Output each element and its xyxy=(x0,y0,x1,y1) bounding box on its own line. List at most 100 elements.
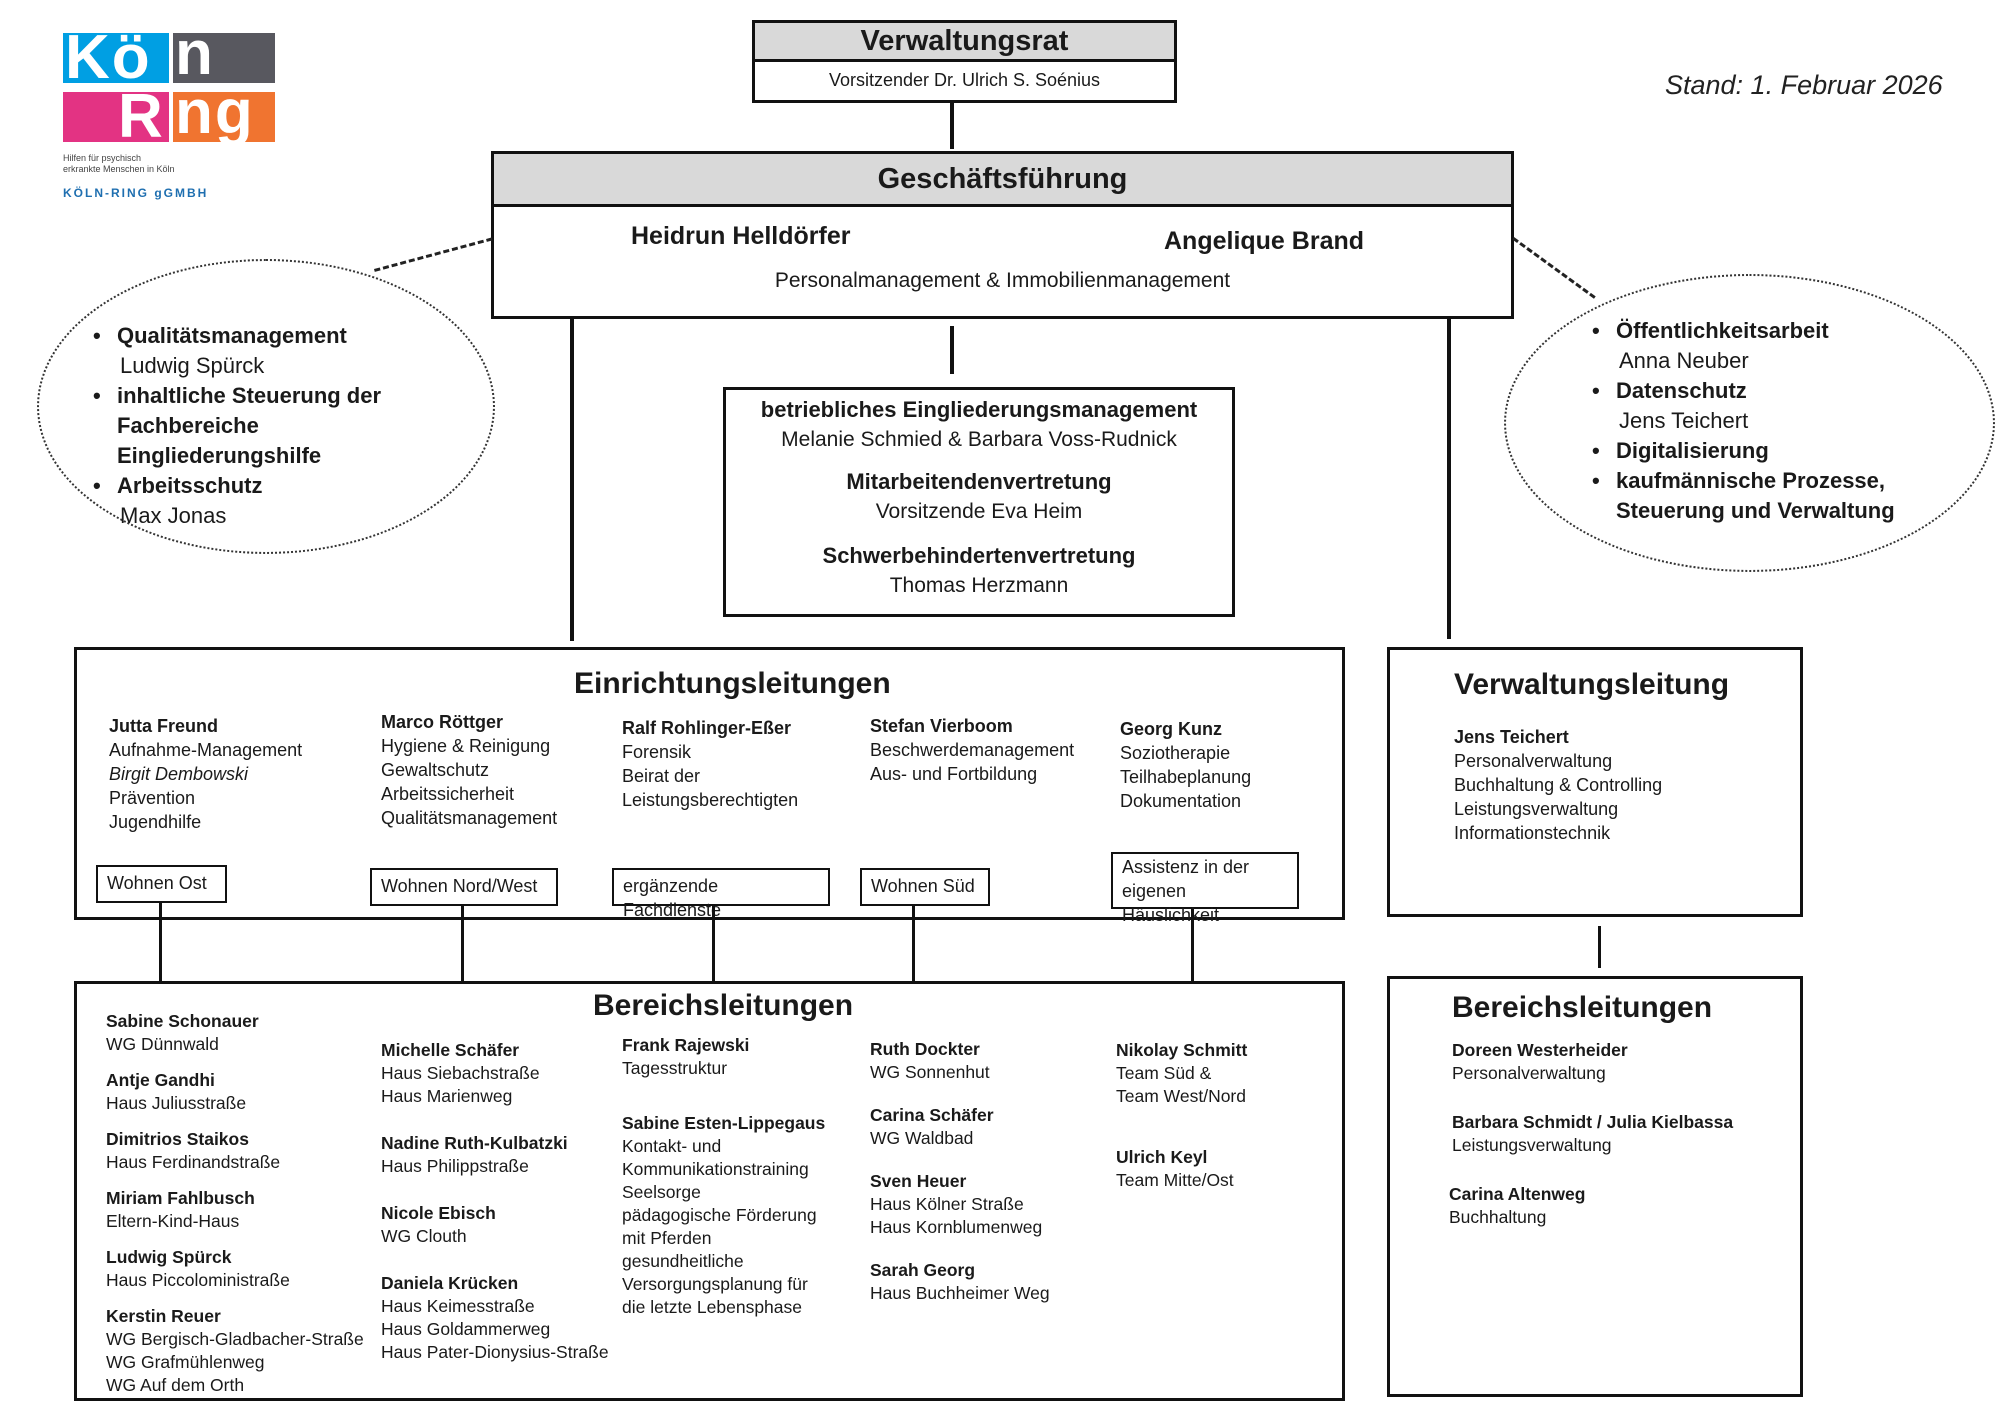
administration-duty: Informationstechnik xyxy=(1454,823,1611,843)
area-leader: Barbara Schmidt / Julia Kielbassa xyxy=(1452,1112,1734,1132)
administration-title: Verwaltungsleitung xyxy=(1454,668,1730,701)
connector-line xyxy=(1191,909,1194,981)
staff-function: Öffentlichkeitsarbeit xyxy=(1592,316,1936,346)
facility-duty: Forensik xyxy=(622,742,692,762)
facility-duty: Leistungsberechtigten xyxy=(622,790,799,810)
area-leader: Ruth Dockter xyxy=(870,1039,980,1059)
area-unit: Haus Keimesstraße xyxy=(381,1296,535,1316)
administration-duty: Leistungsverwaltung xyxy=(1454,799,1619,819)
board-chair: Vorsitzender Dr. Ulrich S. Soénius xyxy=(828,70,1101,90)
facility-duty: Jugendhilfe xyxy=(109,812,202,832)
center-item-title: Mitarbeitendenvertretung xyxy=(846,469,1112,494)
administration-duty: Buchhaltung & Controlling xyxy=(1454,775,1663,795)
facility-duty: Prävention xyxy=(109,788,196,808)
unit-box: Wohnen Nord/West xyxy=(370,868,558,906)
logo-word-ng: ng xyxy=(173,92,275,142)
connector-line xyxy=(1598,926,1601,968)
board-title: Verwaltungsrat xyxy=(755,23,1174,62)
logo-company: KÖLN-RING gGMBH xyxy=(63,186,209,200)
area-unit: Haus Piccoloministraße xyxy=(106,1270,290,1290)
area-unit: Leistungsverwaltung xyxy=(1452,1135,1612,1155)
managing-director: Angelique Brand xyxy=(1164,227,1365,255)
center-item-person: Vorsitzende Eva Heim xyxy=(875,500,1083,523)
facility-duty: Soziotherapie xyxy=(1120,743,1231,763)
staff-person: Ludwig Spürck xyxy=(120,353,265,378)
area-unit: Tagesstruktur xyxy=(622,1058,728,1078)
logo-word-n: n xyxy=(173,33,275,83)
management-title: Geschäftsführung xyxy=(494,154,1511,207)
unit-box: Assistenz in der eigenen Häuslichkeit xyxy=(1111,852,1299,925)
area-unit: Haus Pater-Dionysius-Straße xyxy=(381,1342,609,1362)
area-leader: Carina Schäfer xyxy=(870,1105,994,1125)
facility-leader: Marco Röttger xyxy=(381,712,504,732)
connector-line xyxy=(950,103,954,149)
board-box: Verwaltungsrat Vorsitzender Dr. Ulrich S… xyxy=(752,20,1177,103)
area-leader: Nikolay Schmitt xyxy=(1116,1040,1248,1060)
facility-duty: Aufnahme-Management xyxy=(109,740,303,760)
facility-duty: Dokumentation xyxy=(1120,791,1242,811)
area-management-box xyxy=(74,981,1345,1401)
facility-duty: Qualitätsmanagement xyxy=(381,808,558,828)
area-leader: Frank Rajewski xyxy=(622,1035,750,1055)
facility-duty: Beschwerdemanagement xyxy=(870,740,1075,760)
facility-leader: Jutta Freund xyxy=(109,716,219,736)
logo-word-ri: R xyxy=(63,92,169,142)
area-unit: Haus Marienweg xyxy=(381,1086,513,1106)
facility-duty: Hygiene & Reinigung xyxy=(381,736,551,756)
connector-line xyxy=(950,326,954,374)
area-leader: Nicole Ebisch xyxy=(381,1203,496,1223)
area-unit: Personalverwaltung xyxy=(1452,1063,1606,1083)
area-unit: Haus Buchheimer Weg xyxy=(870,1283,1050,1303)
area-unit: Haus Siebachstraße xyxy=(381,1063,540,1083)
area-unit: WG Sonnenhut xyxy=(870,1062,990,1082)
staff-list-right: Öffentlichkeitsarbeit Anna Neuber Datens… xyxy=(1592,316,1936,526)
connector-line xyxy=(912,906,915,981)
area-unit: Haus Goldammerweg xyxy=(381,1319,551,1339)
facility-management-title: Einrichtungsleitungen xyxy=(574,667,891,700)
area-unit: Team Mitte/Ost xyxy=(1116,1170,1234,1190)
staff-person: Jens Teichert xyxy=(1619,408,1749,433)
administration-duty: Personalverwaltung xyxy=(1454,751,1613,771)
staff-unit-left: Qualitätsmanagement Ludwig Spürck inhalt… xyxy=(37,259,495,554)
staff-function: kaufmännische Prozesse, Steuerung und Ve… xyxy=(1592,466,1936,526)
staff-list-left: Qualitätsmanagement Ludwig Spürck inhalt… xyxy=(93,321,467,531)
area-leader: Nadine Ruth-Kulbatzki xyxy=(381,1133,568,1153)
facility-leader: Stefan Vierboom xyxy=(870,716,1013,736)
area-unit: Kontakt- und xyxy=(622,1136,722,1156)
management-box: Geschäftsführung Heidrun Helldörfer Ange… xyxy=(491,151,1514,319)
area-unit: gesundheitliche xyxy=(622,1251,744,1271)
managing-director: Heidrun Helldörfer xyxy=(631,222,851,250)
facility-leader: Georg Kunz xyxy=(1120,719,1222,739)
area-leader: Sabine Esten-Lippegaus xyxy=(622,1113,826,1133)
staff-function: inhaltliche Steuerung der Fachbereiche E… xyxy=(93,381,467,471)
logo-word-koel: Kö xyxy=(63,33,169,83)
area-unit: WG Waldbad xyxy=(870,1128,974,1148)
staff-function: Qualitätsmanagement xyxy=(93,321,467,351)
facility-duty: Teilhabeplanung xyxy=(1120,767,1252,787)
area-unit: Eltern-Kind-Haus xyxy=(106,1211,240,1231)
koeln-ring-logo: Kö n R ng Hilfen für psychisch erkrankte… xyxy=(63,33,278,203)
facility-duty: Aus- und Fortbildung xyxy=(870,764,1038,784)
